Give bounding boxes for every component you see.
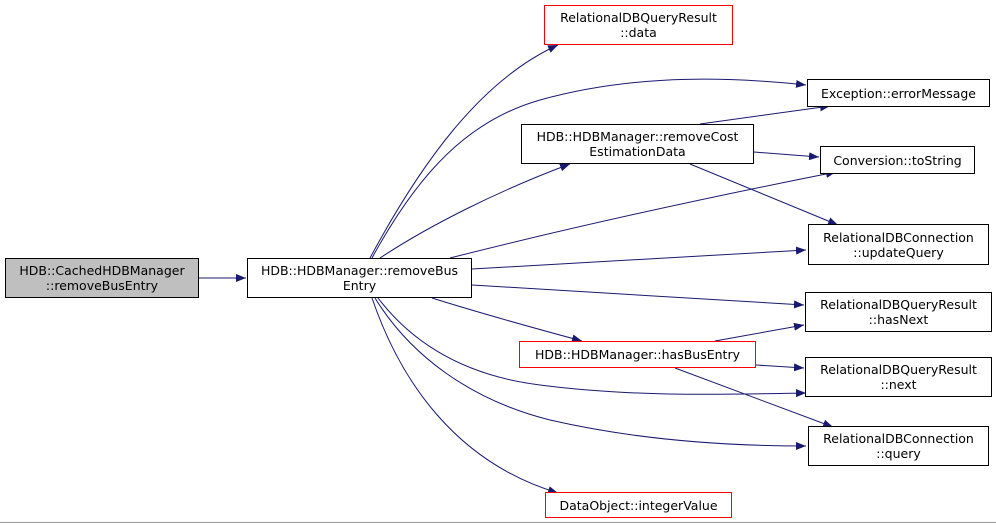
node-data-object-integer-value[interactable]: DataObject::integerValue (545, 492, 732, 518)
node-label-line1: Conversion::toString (833, 152, 962, 168)
node-label-line1: RelationalDBQueryResult (560, 10, 717, 25)
node-db-query-result-has-next[interactable]: RelationalDBQueryResult ::hasNext (805, 292, 992, 332)
node-remove-cost-estimation-data[interactable]: HDB::HDBManager::removeCost EstimationDa… (521, 124, 754, 164)
node-label-line2: ::data (620, 25, 657, 40)
node-label-line2: EstimationData (589, 144, 686, 159)
edge-hasbus-to-next (755, 363, 805, 372)
node-label-line1: HDB::HDBManager::hasBusEntry (535, 347, 740, 362)
node-label-line2: ::updateQuery (853, 244, 944, 260)
edge-to-has-bus-entry (431, 297, 583, 343)
edge-to-has-next (471, 284, 805, 309)
node-label-line1: Exception::errorMessage (821, 85, 976, 101)
node-label-line2: ::next (880, 377, 917, 392)
edge-to-error-message (371, 78, 807, 259)
edge-to-update-query (471, 246, 807, 270)
node-label-line1: HDB::CachedHDBManager (19, 263, 185, 278)
node-label-line1: RelationalDBQueryResult (820, 362, 977, 377)
edge-cost-to-to-string (753, 151, 820, 161)
node-cached-remove-bus-entry: HDB::CachedHDBManager ::removeBusEntry (5, 258, 199, 298)
node-label-line2: ::hasNext (868, 312, 929, 327)
node-db-connection-update-query[interactable]: RelationalDBConnection ::updateQuery (808, 224, 989, 265)
node-db-query-result-data[interactable]: RelationalDBQueryResult ::data (544, 5, 733, 45)
node-has-bus-entry[interactable]: HDB::HDBManager::hasBusEntry (519, 341, 756, 368)
node-db-query-result-next[interactable]: RelationalDBQueryResult ::next (805, 357, 992, 397)
edge-to-integer-value (371, 297, 559, 494)
edge-cost-to-update-query (689, 163, 839, 226)
edge-hasbus-to-has-next (714, 322, 805, 342)
node-label-line1: DataObject::integerValue (559, 497, 718, 513)
node-label-line2: ::removeBusEntry (45, 278, 159, 293)
edge-cost-to-error-message (699, 103, 831, 125)
node-label-line1: HDB::HDBManager::removeCost (536, 129, 739, 144)
node-label-line1: HDB::HDBManager::removeBus (260, 263, 459, 278)
edge-to-next (377, 297, 807, 398)
node-remove-bus-entry[interactable]: HDB::HDBManager::removeBus Entry (247, 258, 472, 298)
node-label-line2: Entry (342, 278, 377, 293)
node-label-line1: RelationalDBConnection (823, 431, 974, 446)
node-exception-error-message[interactable]: Exception::errorMessage (807, 79, 990, 107)
node-label-line1: RelationalDBConnection (823, 229, 974, 245)
edge-to-query-result-data (369, 44, 559, 259)
node-label-line2: ::query (876, 446, 921, 461)
edge-to-query (374, 297, 807, 450)
node-conversion-to-string[interactable]: Conversion::toString (820, 146, 975, 174)
bottom-divider (0, 522, 996, 523)
node-label-line1: RelationalDBQueryResult (820, 297, 977, 312)
node-db-connection-query[interactable]: RelationalDBConnection ::query (808, 426, 989, 466)
edge-to-to-string (449, 170, 837, 259)
edge-to-remove-cost-estimation (379, 163, 571, 259)
edge-hasbus-to-query (674, 367, 834, 428)
